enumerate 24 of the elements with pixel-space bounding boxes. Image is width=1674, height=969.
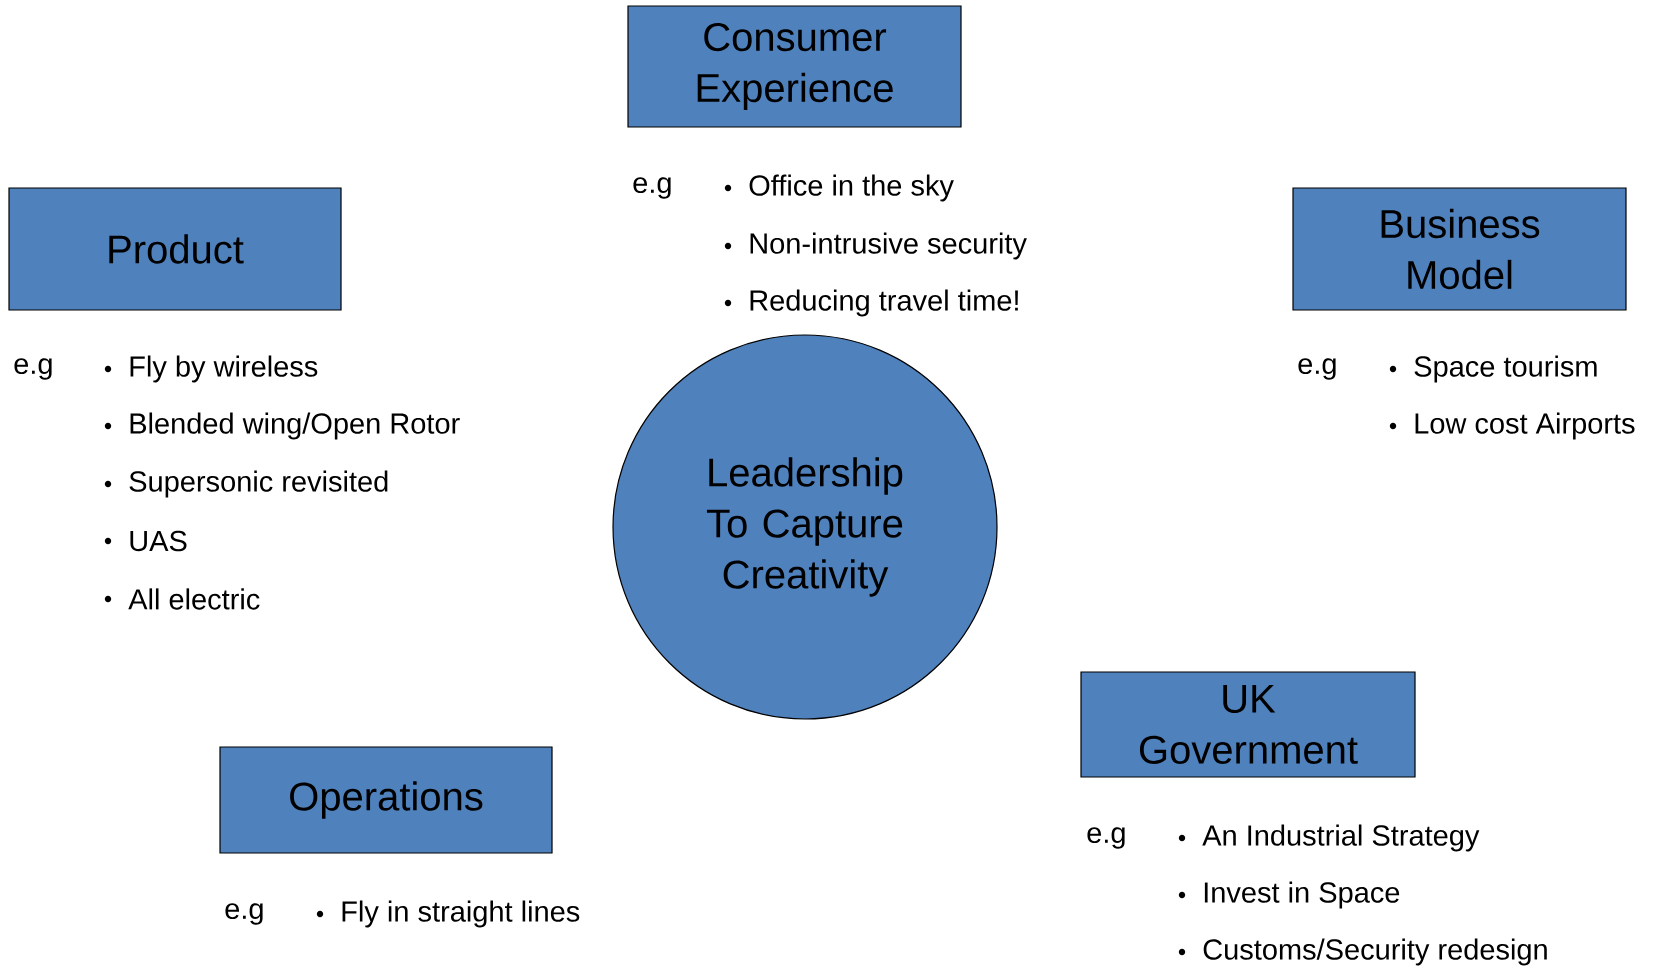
bullet-item: Blended wing/Open Rotor [130, 412, 460, 440]
bullet-item: Fly by wireless [130, 355, 318, 383]
example-label: e.g [225, 903, 263, 925]
category-box: Operations [219, 746, 553, 854]
example-label: e.g [1087, 827, 1125, 849]
bullet-item: Supersonic revisited [129, 470, 388, 498]
bullet-item: Customs/Security redesign [1203, 938, 1547, 966]
bullet-item: Invest in Space [1204, 881, 1400, 909]
example-label: e.g [1298, 358, 1336, 380]
bullet-item: Low cost Airports [1415, 412, 1635, 440]
category-box: Business Model [1292, 187, 1627, 311]
category-box: Product [8, 187, 342, 311]
bullet-item: All electric [128, 588, 260, 610]
example-label: e.g [633, 177, 671, 199]
bullet-item: An Industrial Strategy [1202, 824, 1480, 852]
example-label: e.g [14, 358, 52, 380]
bullet-item: Office in the sky [749, 174, 954, 202]
category-box: Consumer Experience [627, 5, 962, 128]
bullet-item: Fly in straight lines [342, 900, 580, 928]
bullet-item: Reducing travel time! [750, 289, 1018, 317]
bullet-item: Space tourism [1414, 355, 1597, 383]
bullet-item: Non-intrusive security [750, 232, 1027, 260]
category-box: UK Government [1080, 671, 1416, 778]
bullet-item: UAS [130, 530, 187, 552]
